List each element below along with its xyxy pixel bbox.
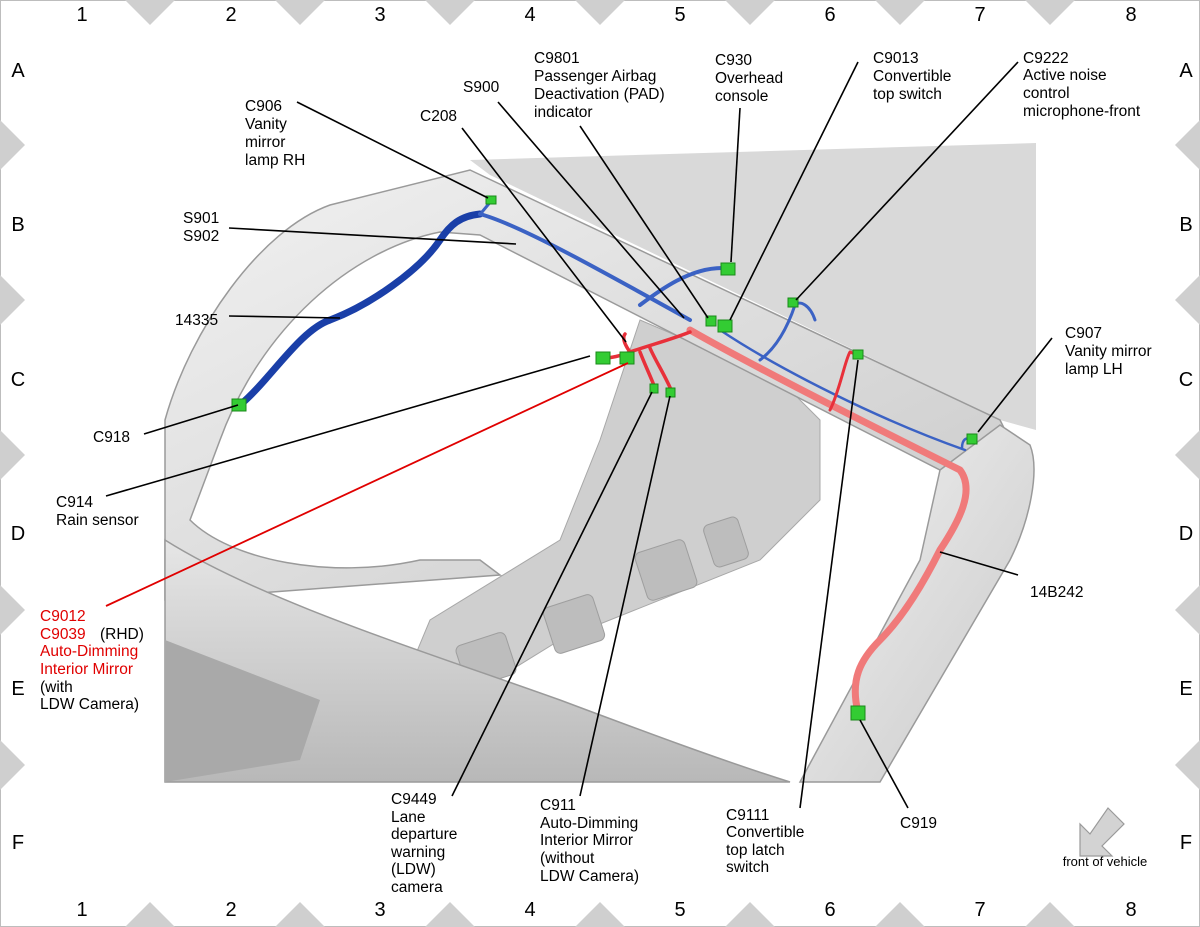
grid-col-4: 4: [524, 899, 535, 921]
grid-row-f: F: [12, 832, 24, 854]
connector-c911: [665, 387, 676, 398]
grid-columns-top: 1 2 3 4 5 6 7 8: [76, 4, 1136, 26]
harness-14b242: [686, 326, 970, 716]
grid-col-3: 3: [374, 899, 385, 921]
grid-row-a: A: [1179, 60, 1193, 82]
grid-row-f: F: [1180, 832, 1192, 854]
connector-c906: [485, 195, 497, 205]
grid-col-1: 1: [76, 4, 87, 26]
grid-col-8: 8: [1125, 899, 1136, 921]
harness-14335: [236, 210, 484, 409]
grid-col-5: 5: [674, 899, 685, 921]
callout-c906: C906 Vanity mirror lamp RH: [245, 98, 305, 169]
connector-c9012: [619, 351, 635, 365]
callout-c208: C208: [420, 108, 457, 125]
connector-c907: [966, 433, 978, 445]
callout-c911: C911 Auto-Dimming Interior Mirror (witho…: [540, 797, 643, 885]
grid-col-2: 2: [225, 899, 236, 921]
connector-c9111: [852, 349, 864, 360]
grid-col-8: 8: [1125, 4, 1136, 26]
grid-row-a: A: [11, 60, 25, 82]
callout-c9449: C9449 Lane departure warning (LDW) camer…: [390, 791, 462, 896]
grid-col-1: 1: [76, 899, 87, 921]
connector-c9449: [649, 383, 659, 394]
callout-14b242: 14B242: [1030, 584, 1083, 601]
harness-header-thin: [718, 328, 967, 452]
grid-row-d: D: [11, 523, 25, 545]
grid-row-b: B: [11, 214, 24, 236]
grid-row-c: C: [1179, 369, 1193, 391]
harness-branch-c9111: [828, 350, 862, 412]
callout-c914: C914 Rain sensor: [56, 494, 139, 529]
callout-14335: 14335: [175, 312, 218, 329]
connector-c918: [231, 398, 247, 412]
grid-col-3: 3: [374, 4, 385, 26]
grid-col-6: 6: [824, 899, 835, 921]
connector-c930: [720, 262, 736, 276]
connector-c919: [850, 705, 866, 721]
grid-row-d: D: [1179, 523, 1193, 545]
cowl-panel: [164, 538, 791, 783]
grid-row-b: B: [1179, 214, 1192, 236]
callout-c919: C919: [900, 815, 937, 832]
grid-col-6: 6: [824, 4, 835, 26]
grid-col-7: 7: [974, 899, 985, 921]
windshield-frame: [164, 169, 1012, 601]
grid-col-5: 5: [674, 4, 685, 26]
connector-c9013: [717, 319, 733, 333]
harness-branch-c930: [638, 266, 724, 307]
grid-row-e: E: [11, 678, 24, 700]
grid-row-c: C: [11, 369, 25, 391]
callout-labels: C906 Vanity mirror lamp RH C208 S900 C98…: [40, 50, 1156, 896]
roof-panel: [470, 143, 1036, 430]
arrow-down-left-icon: [1079, 807, 1125, 857]
callout-s900: S900: [463, 79, 500, 96]
connector-c9801: [705, 315, 717, 327]
grid-row-e: E: [1179, 678, 1192, 700]
callout-c9111: C9111 Convertible top latch switch: [726, 807, 809, 876]
orientation-indicator: front of vehicle: [1063, 807, 1148, 869]
callout-c918: C918: [93, 429, 130, 446]
callout-s901-s902: S901 S902: [183, 210, 224, 245]
grid-rows-left: A B C D E F: [11, 60, 26, 854]
leader-line-highlight: [105, 362, 629, 607]
callout-c9801: C9801 Passenger Airbag Deactivation (PAD…: [534, 50, 669, 121]
wiring-harness: [236, 198, 974, 716]
leader-lines: [105, 61, 1053, 809]
grid-col-7: 7: [974, 4, 985, 26]
callout-c930: C930 Overhead console: [715, 52, 787, 105]
connectors: [231, 195, 978, 721]
connector-c9222: [787, 297, 799, 308]
callout-c9013: C9013 Convertible top switch: [873, 50, 956, 103]
callout-c907: C907 Vanity mirror lamp LH: [1065, 325, 1156, 378]
grid-columns-bottom: 1 2 3 4 5 6 7 8: [76, 899, 1136, 921]
callout-c9222: C9222 Active noise control microphone-fr…: [1023, 50, 1141, 120]
orientation-label: front of vehicle: [1063, 854, 1148, 869]
dash-bracket: [165, 640, 320, 782]
grid-col-4: 4: [524, 4, 535, 26]
harness-header-blue: [478, 212, 692, 322]
grid-col-2: 2: [225, 4, 236, 26]
connector-c914: [595, 351, 611, 365]
grid-rows-right: A B C D E F: [1179, 60, 1194, 854]
callout-c9012-c9039: C9012 C9039 (RHD) Auto-Dimming Interior …: [40, 608, 148, 713]
